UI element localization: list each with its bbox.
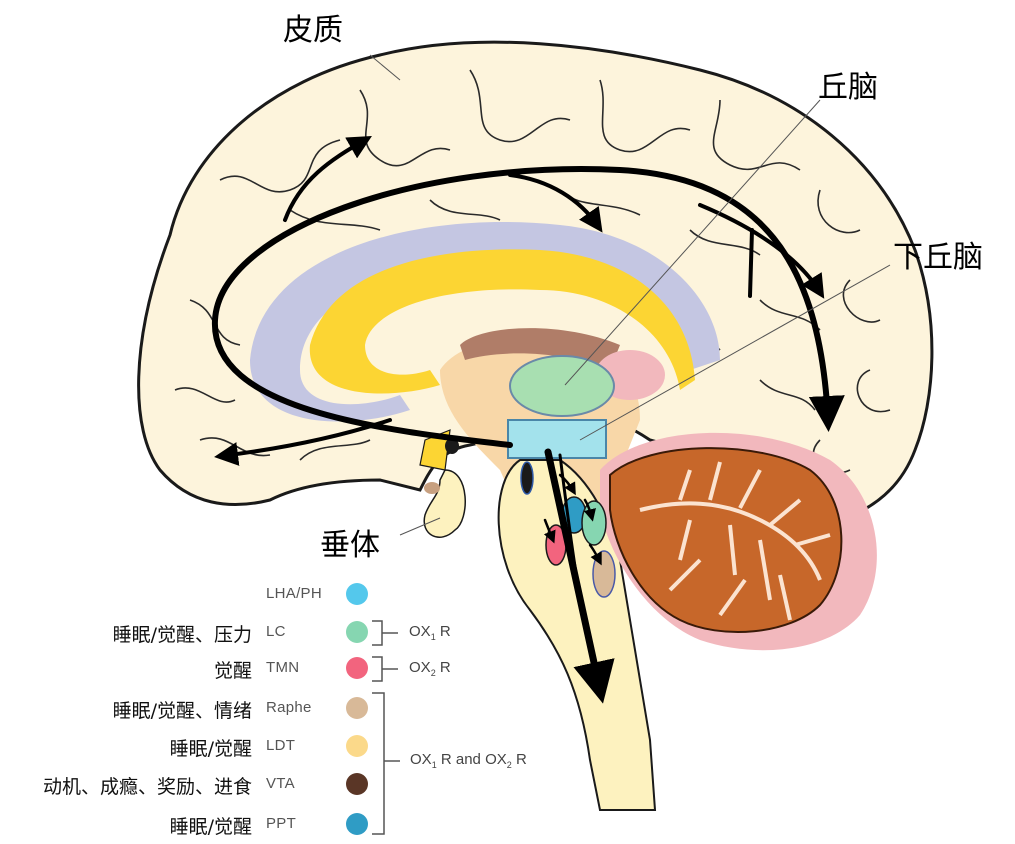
legend-abbr: VTA (266, 775, 295, 792)
legend-row-ldt: 睡眠/觉醒 LDT (0, 730, 600, 764)
legend-abbr: LC (266, 623, 286, 640)
nucleus-lc (581, 500, 607, 546)
pituitary-nub (424, 482, 440, 494)
legend-function: 动机、成瘾、奖励、进食 (42, 776, 252, 798)
projection-arrows (211, 136, 845, 704)
optic-chiasm (419, 429, 451, 471)
arbor-vitae (639, 461, 831, 621)
pituitary-label: 垂体 (320, 528, 380, 563)
legend-dot (346, 621, 368, 643)
label-leaders (369, 54, 891, 536)
legend-function: 觉醒 (213, 660, 252, 682)
vta-nucleus (445, 438, 459, 454)
thalamus-label: 丘脑 (818, 70, 878, 105)
hypothalamus (507, 419, 607, 459)
nucleus-dark-1 (520, 461, 534, 495)
legend-row-lha: LHA/PH (0, 578, 600, 612)
legend-function: 睡眠/觉醒、情绪 (112, 700, 252, 722)
cortex-label: 皮质 (283, 13, 343, 48)
legend-row-tmn: 觉醒 TMN (0, 652, 600, 686)
legend-dot (346, 735, 368, 757)
hypothalamus-label: 下丘脑 (893, 240, 983, 275)
legend-row-ppt: 睡眠/觉醒 PPT (0, 808, 600, 842)
thalamus (509, 355, 615, 417)
legend-dot (346, 657, 368, 679)
legend-abbr: TMN (266, 659, 300, 676)
legend-function: 睡眠/觉醒、压力 (112, 624, 252, 646)
legend-function: 睡眠/觉醒 (169, 816, 252, 838)
pituitary (423, 469, 466, 538)
legend-dot (346, 697, 368, 719)
receptor-ox1: OX1 R (409, 623, 451, 642)
legend-row-vta: 动机、成瘾、奖励、进食 VTA (0, 768, 600, 802)
legend-dot (346, 583, 368, 605)
legend-abbr: LDT (266, 737, 296, 754)
legend-dot (346, 773, 368, 795)
legend-abbr: Raphe (266, 699, 312, 716)
legend-function: 睡眠/觉醒 (169, 738, 252, 760)
legend-row-raphe: 睡眠/觉醒、情绪 Raphe (0, 692, 600, 726)
receptor-brackets (372, 620, 400, 835)
legend-abbr: PPT (266, 815, 297, 832)
legend-row-lc: 睡眠/觉醒、压力 LC (0, 616, 600, 650)
receptor-ox2: OX2 R (409, 659, 451, 678)
legend-abbr: LHA/PH (266, 585, 322, 602)
corpus-callosum-inner (309, 249, 695, 394)
receptor-ox1-ox2: OX1 R and OX2 R (410, 751, 527, 770)
legend-dot (346, 813, 368, 835)
